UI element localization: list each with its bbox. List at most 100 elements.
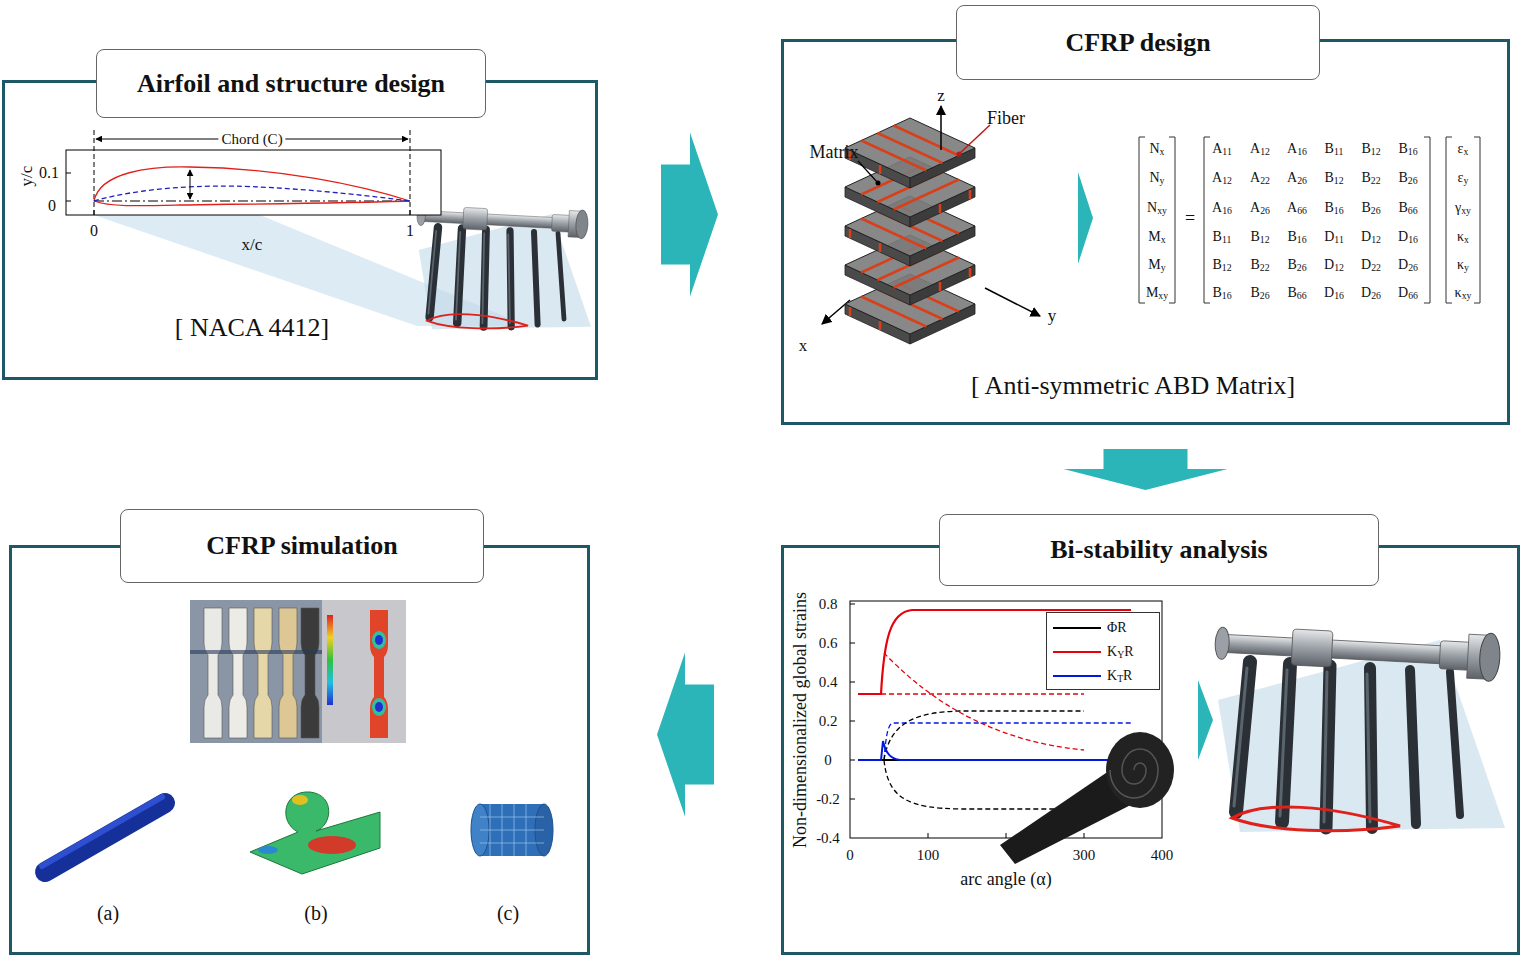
- matrix-symbol: A12: [1212, 171, 1232, 185]
- panel-heading: Airfoil and structure design: [137, 69, 445, 99]
- flow-arrow: [657, 653, 714, 817]
- matrix-symbol: D12: [1361, 230, 1381, 244]
- legend-row: ΦR: [1047, 616, 1159, 640]
- panel-heading: Bi-stability analysis: [1050, 535, 1267, 565]
- legend-text: KTR: [1107, 668, 1132, 684]
- matrix-symbol: A16: [1212, 201, 1232, 215]
- matrix-symbol: D16: [1398, 230, 1418, 244]
- annotation-label: [ NACA 4412]: [175, 315, 330, 341]
- heading-box: CFRP simulation: [120, 509, 484, 583]
- matrix-symbol: B66: [1287, 286, 1306, 300]
- matrix-symbol: D22: [1361, 258, 1381, 272]
- flow-arrow: [661, 133, 718, 297]
- matrix-symbol: Ny: [1149, 171, 1164, 185]
- matrix-symbol: B11: [1325, 142, 1344, 156]
- matrix-symbol: B12: [1361, 142, 1380, 156]
- annotation-label: 0.8: [819, 597, 838, 612]
- matrix-symbol: εx: [1458, 142, 1469, 156]
- matrix-symbol: D11: [1324, 230, 1344, 244]
- annotation-label: 0.2: [819, 714, 838, 729]
- fe-models: [42, 792, 553, 874]
- matrix-symbol: B66: [1398, 201, 1417, 215]
- matrix-symbol: A26: [1250, 201, 1270, 215]
- matrix-symbol: B22: [1361, 171, 1380, 185]
- matrix-symbol: κx: [1457, 230, 1469, 244]
- legend-row: KYR: [1047, 640, 1159, 664]
- legend-sample: [1053, 623, 1101, 633]
- matrix-symbol: D16: [1324, 286, 1344, 300]
- annotation-label: 0.4: [819, 675, 838, 690]
- annotation-label: x/c: [242, 236, 263, 253]
- matrix-symbol: B26: [1361, 201, 1380, 215]
- annotation-label: 0.1: [39, 165, 59, 181]
- matrix-symbol: Nxy: [1147, 201, 1167, 215]
- panel-box: CFRP simulation: [9, 545, 590, 955]
- heading-box: CFRP design: [956, 5, 1320, 80]
- matrix-symbol: B26: [1287, 258, 1306, 272]
- matrix-symbol: A66: [1287, 201, 1307, 215]
- matrix-symbol: A12: [1250, 142, 1270, 156]
- legend-sample: [1053, 647, 1101, 657]
- heading-box: Airfoil and structure design: [96, 49, 486, 118]
- annotation-label: (a): [97, 903, 119, 923]
- airfoil-plot: [66, 130, 441, 215]
- laminate-stack: [822, 106, 1040, 344]
- matrix-symbol: D26: [1398, 258, 1418, 272]
- matrix-symbol: A11: [1212, 142, 1232, 156]
- rolled-laminate: [1000, 732, 1174, 864]
- panel-box: Bi-stability analysis: [781, 545, 1520, 955]
- morphing-rig: [1214, 619, 1505, 832]
- matrix-symbol: D66: [1398, 286, 1418, 300]
- flow-arrow: [1064, 449, 1228, 490]
- legend-row: KTR: [1047, 664, 1159, 688]
- annotation-label: Fiber: [987, 109, 1025, 127]
- matrix-symbol: B12: [1324, 171, 1343, 185]
- matrix-symbol: B16: [1287, 230, 1306, 244]
- matrix-symbol: D26: [1361, 286, 1381, 300]
- legend-text: ΦR: [1107, 620, 1127, 636]
- annotation-label: Chord (C): [218, 132, 285, 147]
- annotation-label: [ Anti-symmetric ABD Matrix]: [971, 373, 1295, 399]
- matrix-symbol: εy: [1458, 171, 1469, 185]
- panel-heading: CFRP design: [1065, 28, 1210, 58]
- matrix-symbol: A16: [1287, 142, 1307, 156]
- annotation-label: 400: [1151, 848, 1174, 863]
- annotation-label: Non-dimensionalized global strains: [791, 592, 809, 848]
- matrix-symbol: B26: [1398, 171, 1417, 185]
- matrix-symbol: B12: [1250, 230, 1269, 244]
- matrix-symbol: κy: [1457, 258, 1469, 272]
- legend-sample: [1053, 671, 1101, 681]
- annotation-label: 0: [48, 198, 56, 214]
- annotation-label: 0: [846, 848, 854, 863]
- matrix-symbol: A26: [1287, 171, 1307, 185]
- matrix-symbol: D12: [1324, 258, 1344, 272]
- annotation-label: z: [937, 87, 945, 104]
- annotation-label: 1: [403, 223, 417, 239]
- annotation-label: y: [1048, 307, 1057, 324]
- matrix-symbol: B16: [1212, 286, 1231, 300]
- annotation-label: (b): [304, 903, 327, 923]
- matrix-symbol: B11: [1213, 230, 1232, 244]
- flow-marker: [1198, 680, 1213, 760]
- annotation-label: 0.6: [819, 636, 838, 651]
- panel-heading: CFRP simulation: [206, 531, 397, 561]
- matrix-symbol: Mxy: [1146, 286, 1168, 300]
- matrix-symbol: A22: [1250, 171, 1270, 185]
- morphing-rig: [416, 201, 591, 329]
- annotation-label: =: [1185, 209, 1195, 227]
- annotation-label: 100: [917, 848, 940, 863]
- annotation-label: Matrix: [810, 143, 859, 161]
- matrix-symbol: B16: [1324, 201, 1343, 215]
- matrix-symbol: My: [1148, 258, 1165, 272]
- heading-box: Bi-stability analysis: [939, 514, 1379, 586]
- matrix-symbol: B16: [1398, 142, 1417, 156]
- annotation-label: 300: [1073, 848, 1096, 863]
- flow-marker: [1078, 172, 1093, 264]
- matrix-symbol: B26: [1250, 286, 1269, 300]
- matrix-symbol: Mx: [1148, 230, 1165, 244]
- annotation-label: 0: [824, 753, 832, 768]
- matrix-symbol: γxy: [1455, 201, 1471, 215]
- matrix-symbol: B22: [1250, 258, 1269, 272]
- annotation-label: -0.4: [816, 831, 840, 846]
